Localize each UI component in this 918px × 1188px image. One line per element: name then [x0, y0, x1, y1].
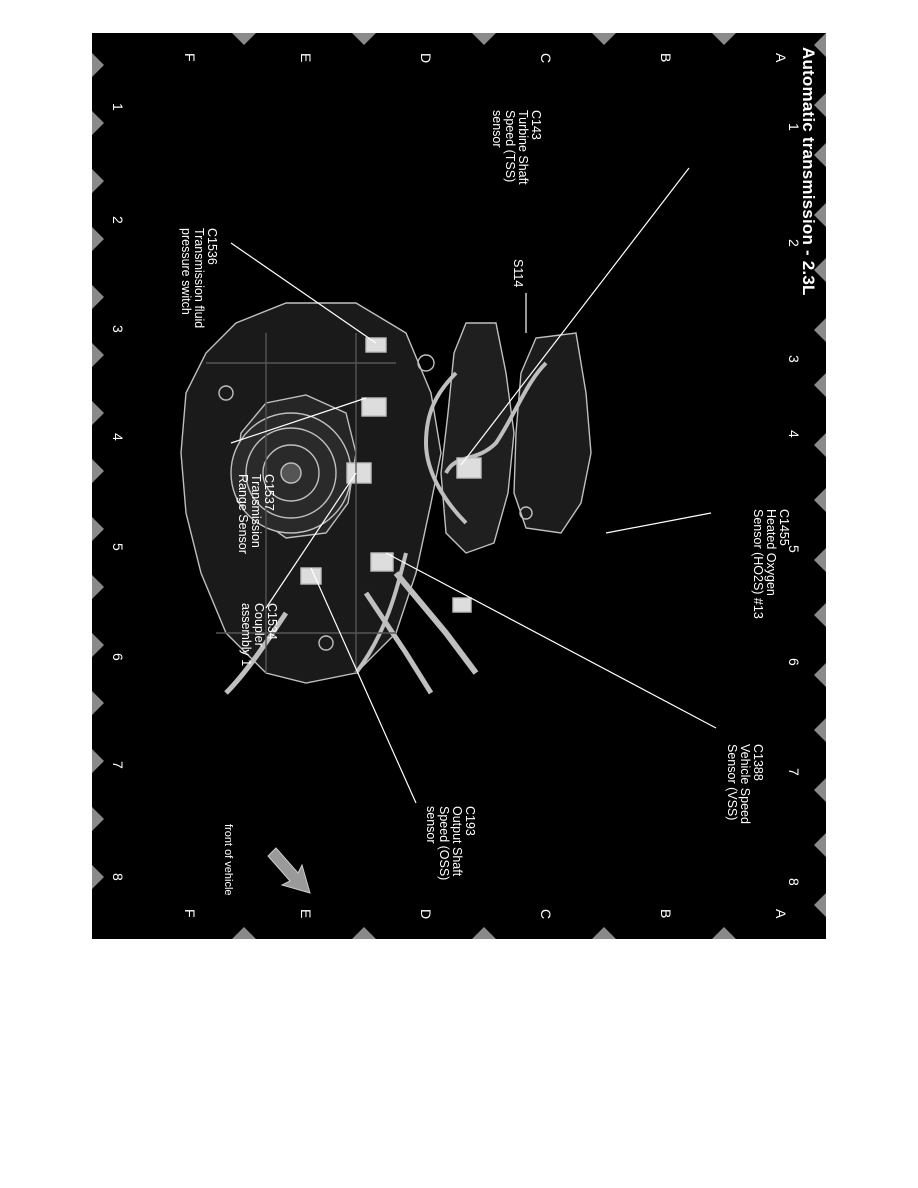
grid-number-bottom-6: 6	[110, 653, 126, 661]
grid-number-top-6: 6	[786, 658, 802, 666]
grid-number-bottom-8: 8	[110, 873, 126, 881]
callout-c1534-code: C1534	[265, 603, 279, 640]
front-of-vehicle-arrow	[267, 847, 311, 894]
grid-letter-right-d: D	[418, 909, 434, 920]
callout-c143-line-3: sensor	[490, 110, 504, 148]
callout-c1536-line-2: pressure switch	[179, 228, 193, 315]
grid-letter-left-e: E	[298, 53, 314, 63]
grid-number-bottom-7: 7	[110, 761, 126, 769]
callout-c1537: C1537 Transmission Range Sensor	[236, 474, 276, 554]
grid-number-top-1: 1	[786, 123, 802, 131]
grid-letter-left-a: A	[773, 53, 789, 63]
callout-c1536-code: C1536	[205, 228, 219, 265]
callout-c193-line-2: Speed (OSS)	[437, 806, 451, 881]
rotated-diagram: Automatic transmission - 2.3L 1 2 3 4 5 …	[92, 33, 826, 939]
border-diamonds-sides	[232, 33, 736, 939]
diagram-frame: Automatic transmission - 2.3L 1 2 3 4 5 …	[92, 33, 826, 939]
grid-letter-right-c: C	[538, 909, 554, 920]
grid-letter-right-a: A	[773, 909, 789, 919]
callout-c1537-line-1: Transmission	[249, 474, 263, 548]
callout-c143: C143 Turbine Shaft Speed (TSS) sensor	[490, 110, 543, 185]
grid-number-bottom-3: 3	[110, 325, 126, 333]
callout-c193-code: C193	[463, 806, 477, 836]
callout-c1388-line-1: Vehicle Speed	[738, 744, 752, 824]
callout-c1534-line-2: assembly 1	[239, 603, 253, 667]
callout-s114: S114	[511, 259, 525, 288]
grid-number-top-7: 7	[786, 768, 802, 776]
callout-c143-code: C143	[529, 110, 543, 140]
grid-number-top-4: 4	[786, 430, 802, 438]
callout-c1537-line-2: Range Sensor	[236, 474, 250, 554]
callout-c1455: C1455 Heated Oxygen Sensor (HO2S) #13	[751, 509, 791, 619]
grid-number-bottom-4: 4	[110, 433, 126, 441]
callout-c193: C193 Output Shaft Speed (OSS) sensor	[424, 806, 477, 881]
grid-letter-left-c: C	[538, 53, 554, 64]
grid-number-top-3: 3	[786, 355, 802, 363]
grid-number-bottom-5: 5	[110, 543, 126, 551]
diagram-art	[92, 33, 826, 939]
callout-s114-code: S114	[511, 259, 525, 288]
callout-c1534-line-1: Coupler	[252, 603, 266, 647]
callout-c1537-code: C1537	[262, 474, 276, 511]
grid-number-top-2: 2	[786, 239, 802, 247]
grid-number-top-8: 8	[786, 878, 802, 886]
transmission-illustration	[180, 302, 592, 695]
callout-c193-line-3: sensor	[424, 806, 438, 844]
callout-c143-line-1: Turbine Shaft	[516, 110, 530, 185]
grid-letter-left-f: F	[182, 53, 198, 62]
grid-letter-left-d: D	[418, 53, 434, 64]
callout-c1536-line-1: Transmission fluid	[192, 228, 206, 329]
grid-letter-left-b: B	[658, 53, 674, 63]
callout-c1388-code: C1388	[751, 744, 765, 781]
border-diamonds-top	[814, 33, 826, 917]
callout-c143-line-2: Speed (TSS)	[503, 110, 517, 183]
callout-c1534: C1534 Coupler assembly 1	[239, 603, 279, 667]
grid-number-bottom-1: 1	[110, 103, 126, 111]
callout-c1388-line-2: Sensor (VSS)	[725, 744, 739, 821]
callout-c1455-line-1: Heated Oxygen	[764, 509, 778, 596]
diagram-title: Automatic transmission - 2.3L	[799, 47, 818, 296]
grid-letter-right-e: E	[298, 909, 314, 919]
grid-number-bottom-2: 2	[110, 216, 126, 224]
callout-c1536: C1536 Transmission fluid pressure switch	[179, 228, 219, 329]
callout-c1388: C1388 Vehicle Speed Sensor (VSS)	[725, 744, 765, 824]
callout-c193-line-1: Output Shaft	[450, 806, 464, 877]
grid-letter-right-b: B	[658, 909, 674, 919]
callout-c1455-line-2: Sensor (HO2S) #13	[751, 509, 765, 619]
front-of-vehicle-label: front of vehicle	[222, 824, 234, 896]
border-diamonds-bottom	[92, 53, 104, 889]
leader-lines	[230, 167, 717, 804]
callout-c1455-code: C1455	[777, 509, 791, 546]
grid-letter-right-f: F	[182, 909, 198, 918]
